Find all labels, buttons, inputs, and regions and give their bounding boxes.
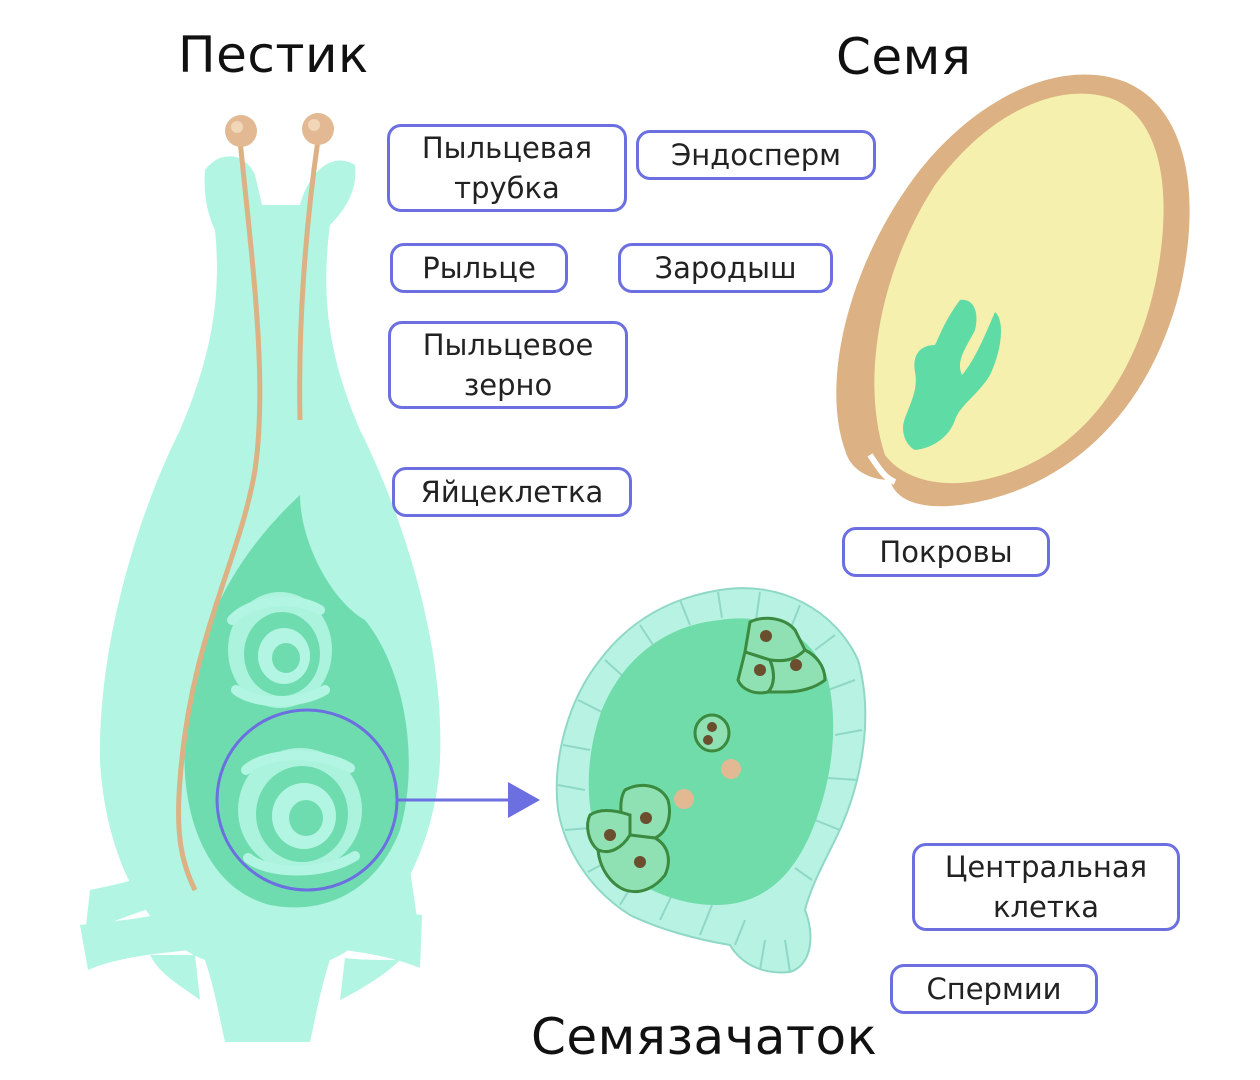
pistil-title: Пестик xyxy=(178,26,369,84)
seed xyxy=(836,74,1190,507)
synergid-nucleus xyxy=(640,812,652,824)
label-seed-coat[interactable]: Покровы xyxy=(842,527,1050,577)
lower-ovule xyxy=(238,748,362,876)
label-pollen-tube[interactable]: Пыльцевая трубка xyxy=(387,124,627,212)
label-line: Центральная xyxy=(944,850,1148,884)
label-line: Пыльцевая xyxy=(421,131,593,165)
pollen-grain-highlight xyxy=(231,121,243,133)
ovule-zoom xyxy=(555,587,867,974)
label-embryo[interactable]: Зародыш xyxy=(618,243,833,293)
antipodal-nucleus xyxy=(754,664,766,676)
label-line: клетка xyxy=(992,890,1100,924)
label-text: Зародыш xyxy=(654,251,797,285)
seed-coat-notch xyxy=(867,453,897,485)
egg-nucleus xyxy=(634,856,646,868)
sperm-cell xyxy=(674,789,694,809)
label-text: Рыльце xyxy=(422,251,536,285)
antipodal-nucleus xyxy=(790,659,802,671)
seed-title: Семя xyxy=(836,28,972,86)
central-cell xyxy=(693,713,731,753)
label-text: Эндосперм xyxy=(670,138,842,172)
ovule-title: Семязачаток xyxy=(531,1008,878,1066)
upper-ovule xyxy=(227,592,332,708)
label-text: Покровы xyxy=(879,535,1013,569)
antipodal-nucleus xyxy=(760,630,772,642)
label-line: зерно xyxy=(463,368,553,402)
label-egg-cell[interactable]: Яйцеклетка xyxy=(392,467,632,517)
label-sperm[interactable]: Спермии xyxy=(890,964,1098,1014)
pollen-grain-highlight xyxy=(308,119,320,131)
pollen-tube xyxy=(176,139,263,892)
integument-cells xyxy=(557,591,863,973)
sperm-cell xyxy=(721,759,741,779)
embryo xyxy=(903,299,1002,450)
label-stigma[interactable]: Рыльце xyxy=(390,243,568,293)
label-endosperm[interactable]: Эндосперм xyxy=(636,130,876,180)
zoom-arrow xyxy=(397,782,540,818)
label-line: трубка xyxy=(454,171,560,205)
label-pollen-grain[interactable]: Пыльцевое зерно xyxy=(388,321,628,409)
label-text: Яйцеклетка xyxy=(420,475,604,509)
pistil xyxy=(80,113,441,1042)
label-text: Спермии xyxy=(926,972,1062,1006)
pollen-tube-2 xyxy=(297,139,321,421)
label-central-cell[interactable]: Центральная клетка xyxy=(912,843,1180,931)
label-line: Пыльцевое xyxy=(422,328,594,362)
synergid-nucleus xyxy=(604,829,616,841)
